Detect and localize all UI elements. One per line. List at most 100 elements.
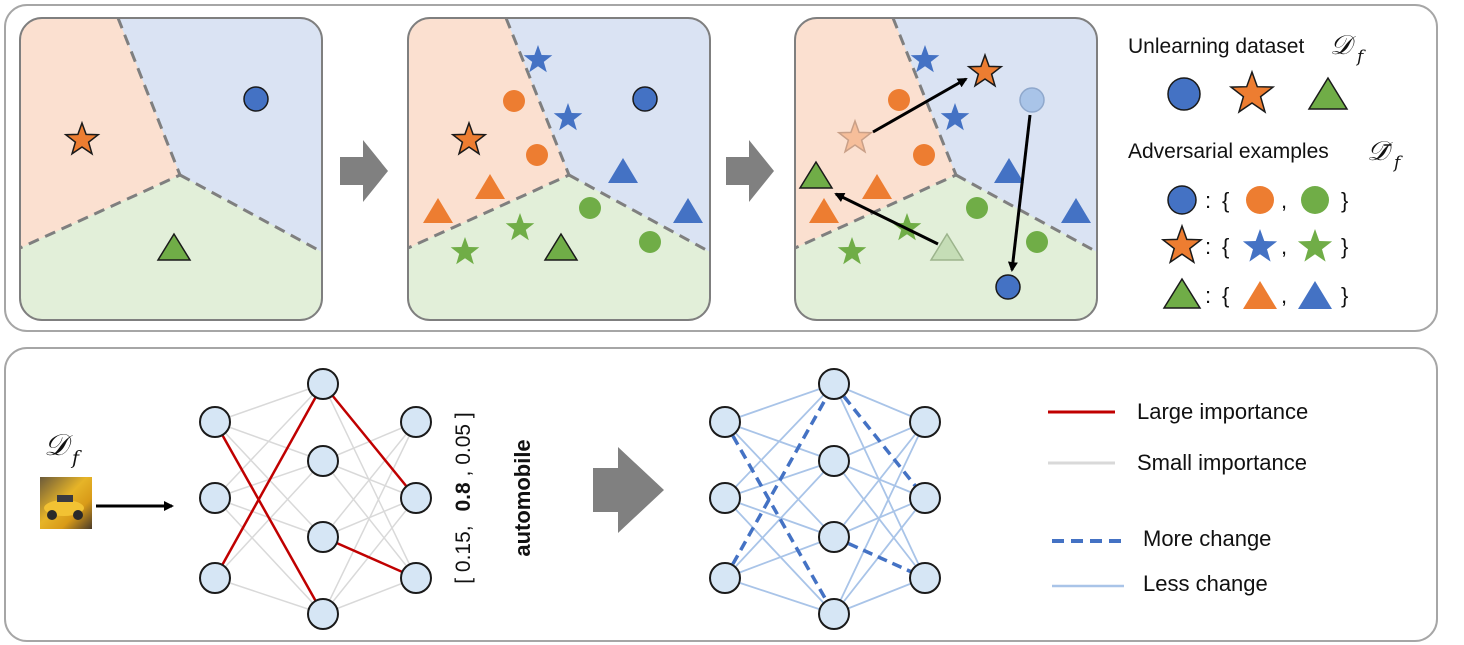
panel-2-orange-dot — [503, 90, 525, 112]
panel-2-border — [407, 17, 711, 321]
panel-2-decision-regions — [408, 18, 710, 320]
legend-row1-blue-circle — [1167, 185, 1197, 215]
panel-3-orange-dot — [888, 89, 910, 111]
panel-3-green-star — [892, 213, 922, 241]
legend-row2-brace-close: } — [1341, 234, 1348, 259]
panel-2-blue-star — [523, 45, 553, 73]
panel-3-move-arrow-triangle — [834, 192, 939, 246]
legend-large-importance-label: Large importance — [1137, 399, 1308, 424]
car-image — [40, 477, 92, 529]
output-values-prefix: [ 0.15, — [452, 525, 475, 583]
panel-3-move-arrow-circle — [1007, 114, 1032, 272]
neuron-node — [818, 445, 850, 477]
adversarial-examples-subscript: f — [1392, 153, 1403, 173]
neuron-node — [199, 482, 231, 514]
legend-row1-green-dot — [1301, 186, 1329, 214]
network-original — [199, 368, 432, 630]
panel-3-orange-dot — [913, 144, 935, 166]
input-dataset-symbol: 𝒟 — [44, 428, 73, 463]
more-change-edges — [723, 382, 927, 615]
neuron-node — [909, 406, 941, 438]
panel-3-blue-triangle — [1061, 198, 1091, 223]
legend-green-triangle — [1307, 76, 1349, 110]
bottom-legend: Large importance Small importance More c… — [1048, 399, 1308, 596]
neuron-node — [307, 368, 339, 400]
panel-2-blue-star — [553, 103, 583, 131]
output-value-max: 0.8 — [452, 482, 475, 512]
panel-2-blue-triangle — [608, 158, 638, 183]
input-dataset-subscript: f — [70, 447, 82, 469]
network-unlearned — [709, 368, 941, 630]
legend-row2-colon: : — [1205, 234, 1211, 259]
panel-3-border — [794, 17, 1098, 321]
panel-3-faded-blue-circle — [1019, 87, 1045, 113]
panel-1-decision-regions — [20, 18, 322, 320]
neuron-node — [909, 482, 941, 514]
panel-3-blue-star — [910, 45, 940, 73]
legend-row1-comma: , — [1281, 188, 1287, 213]
neuron-node — [818, 598, 850, 630]
legend-row3-orange-triangle — [1243, 281, 1277, 309]
panel-2-blue-circle — [632, 86, 658, 112]
neuron-node — [199, 562, 231, 594]
panel-2-green-triangle — [543, 232, 579, 261]
legend-row3-comma: , — [1281, 283, 1287, 308]
panel-2-green-star — [450, 237, 480, 265]
neuron-node — [307, 445, 339, 477]
panel-3-moved-green-triangle — [798, 160, 834, 189]
legend-blue-circle — [1167, 77, 1201, 111]
panel-1-green-triangle — [156, 232, 192, 261]
panel-3-blue-triangle — [994, 158, 1024, 183]
neuron-node — [818, 368, 850, 400]
top-legend: Unlearning dataset 𝒟 f Adversarial examp… — [1128, 30, 1403, 309]
panel-1-blue-circle — [243, 86, 269, 112]
panel-3-green-dot — [1026, 231, 1048, 253]
panel-2-green-star — [505, 213, 535, 241]
unlearning-dataset-symbol: 𝒟 — [1330, 30, 1356, 61]
neuron-node — [709, 406, 741, 438]
svg-text:[ 0.15, 0.8 , 0.0: [ 0.15, 0.8 , 0.05 ] — [452, 412, 475, 584]
legend-row2-green-star — [1297, 229, 1333, 262]
top-panel-frame — [4, 4, 1438, 332]
output-vector: [ 0.15, 0.8 , 0.05 ] automobile — [452, 412, 535, 584]
neuron-node — [307, 598, 339, 630]
adversarial-examples-symbol: 𝒟̄ — [1367, 136, 1393, 167]
panel-2-blue-triangle — [673, 198, 703, 223]
unlearning-dataset-subscript: f — [1355, 47, 1366, 67]
legend-orange-star — [1228, 69, 1276, 114]
step-arrow-1 — [340, 140, 388, 202]
panel-1-border — [19, 17, 323, 321]
unlearning-dataset-label: Unlearning dataset — [1128, 35, 1304, 58]
neuron-node — [909, 562, 941, 594]
neuron-node — [400, 562, 432, 594]
neuron-node — [400, 482, 432, 514]
legend-row2-orange-star — [1160, 223, 1204, 265]
panel-3-green-star — [837, 237, 867, 265]
legend-row1-orange-dot — [1246, 186, 1274, 214]
panel-2-orange-triangle — [475, 174, 505, 199]
output-values-suffix: , 0.05 ] — [452, 412, 475, 476]
panel-1-orange-star — [63, 120, 101, 156]
legend-less-change-label: Less change — [1143, 571, 1268, 596]
neuron-node — [709, 562, 741, 594]
panel-2-orange-dot — [526, 144, 548, 166]
panel-3-move-arrow-star — [872, 77, 968, 134]
panel-3-faded-green-triangle — [929, 232, 965, 261]
panel-2-green-dot — [639, 231, 661, 253]
panel-3-orange-triangle — [809, 198, 839, 223]
panel-3-moved-orange-star — [966, 52, 1004, 88]
panel-3-green-dot — [966, 197, 988, 219]
small-importance-edges — [214, 383, 417, 615]
panel-2-orange-star — [450, 120, 488, 156]
panel-3-blue-star — [940, 103, 970, 131]
step-arrow-2 — [726, 140, 774, 202]
panel-2-orange-triangle — [423, 198, 453, 223]
neuron-node — [709, 482, 741, 514]
output-class-label: automobile — [510, 439, 535, 556]
neuron-node — [307, 521, 339, 553]
panel-3-moved-blue-circle — [995, 274, 1021, 300]
legend-row2-comma: , — [1281, 234, 1287, 259]
legend-row2-blue-star — [1242, 229, 1278, 262]
legend-row1-brace-close: } — [1341, 188, 1348, 213]
